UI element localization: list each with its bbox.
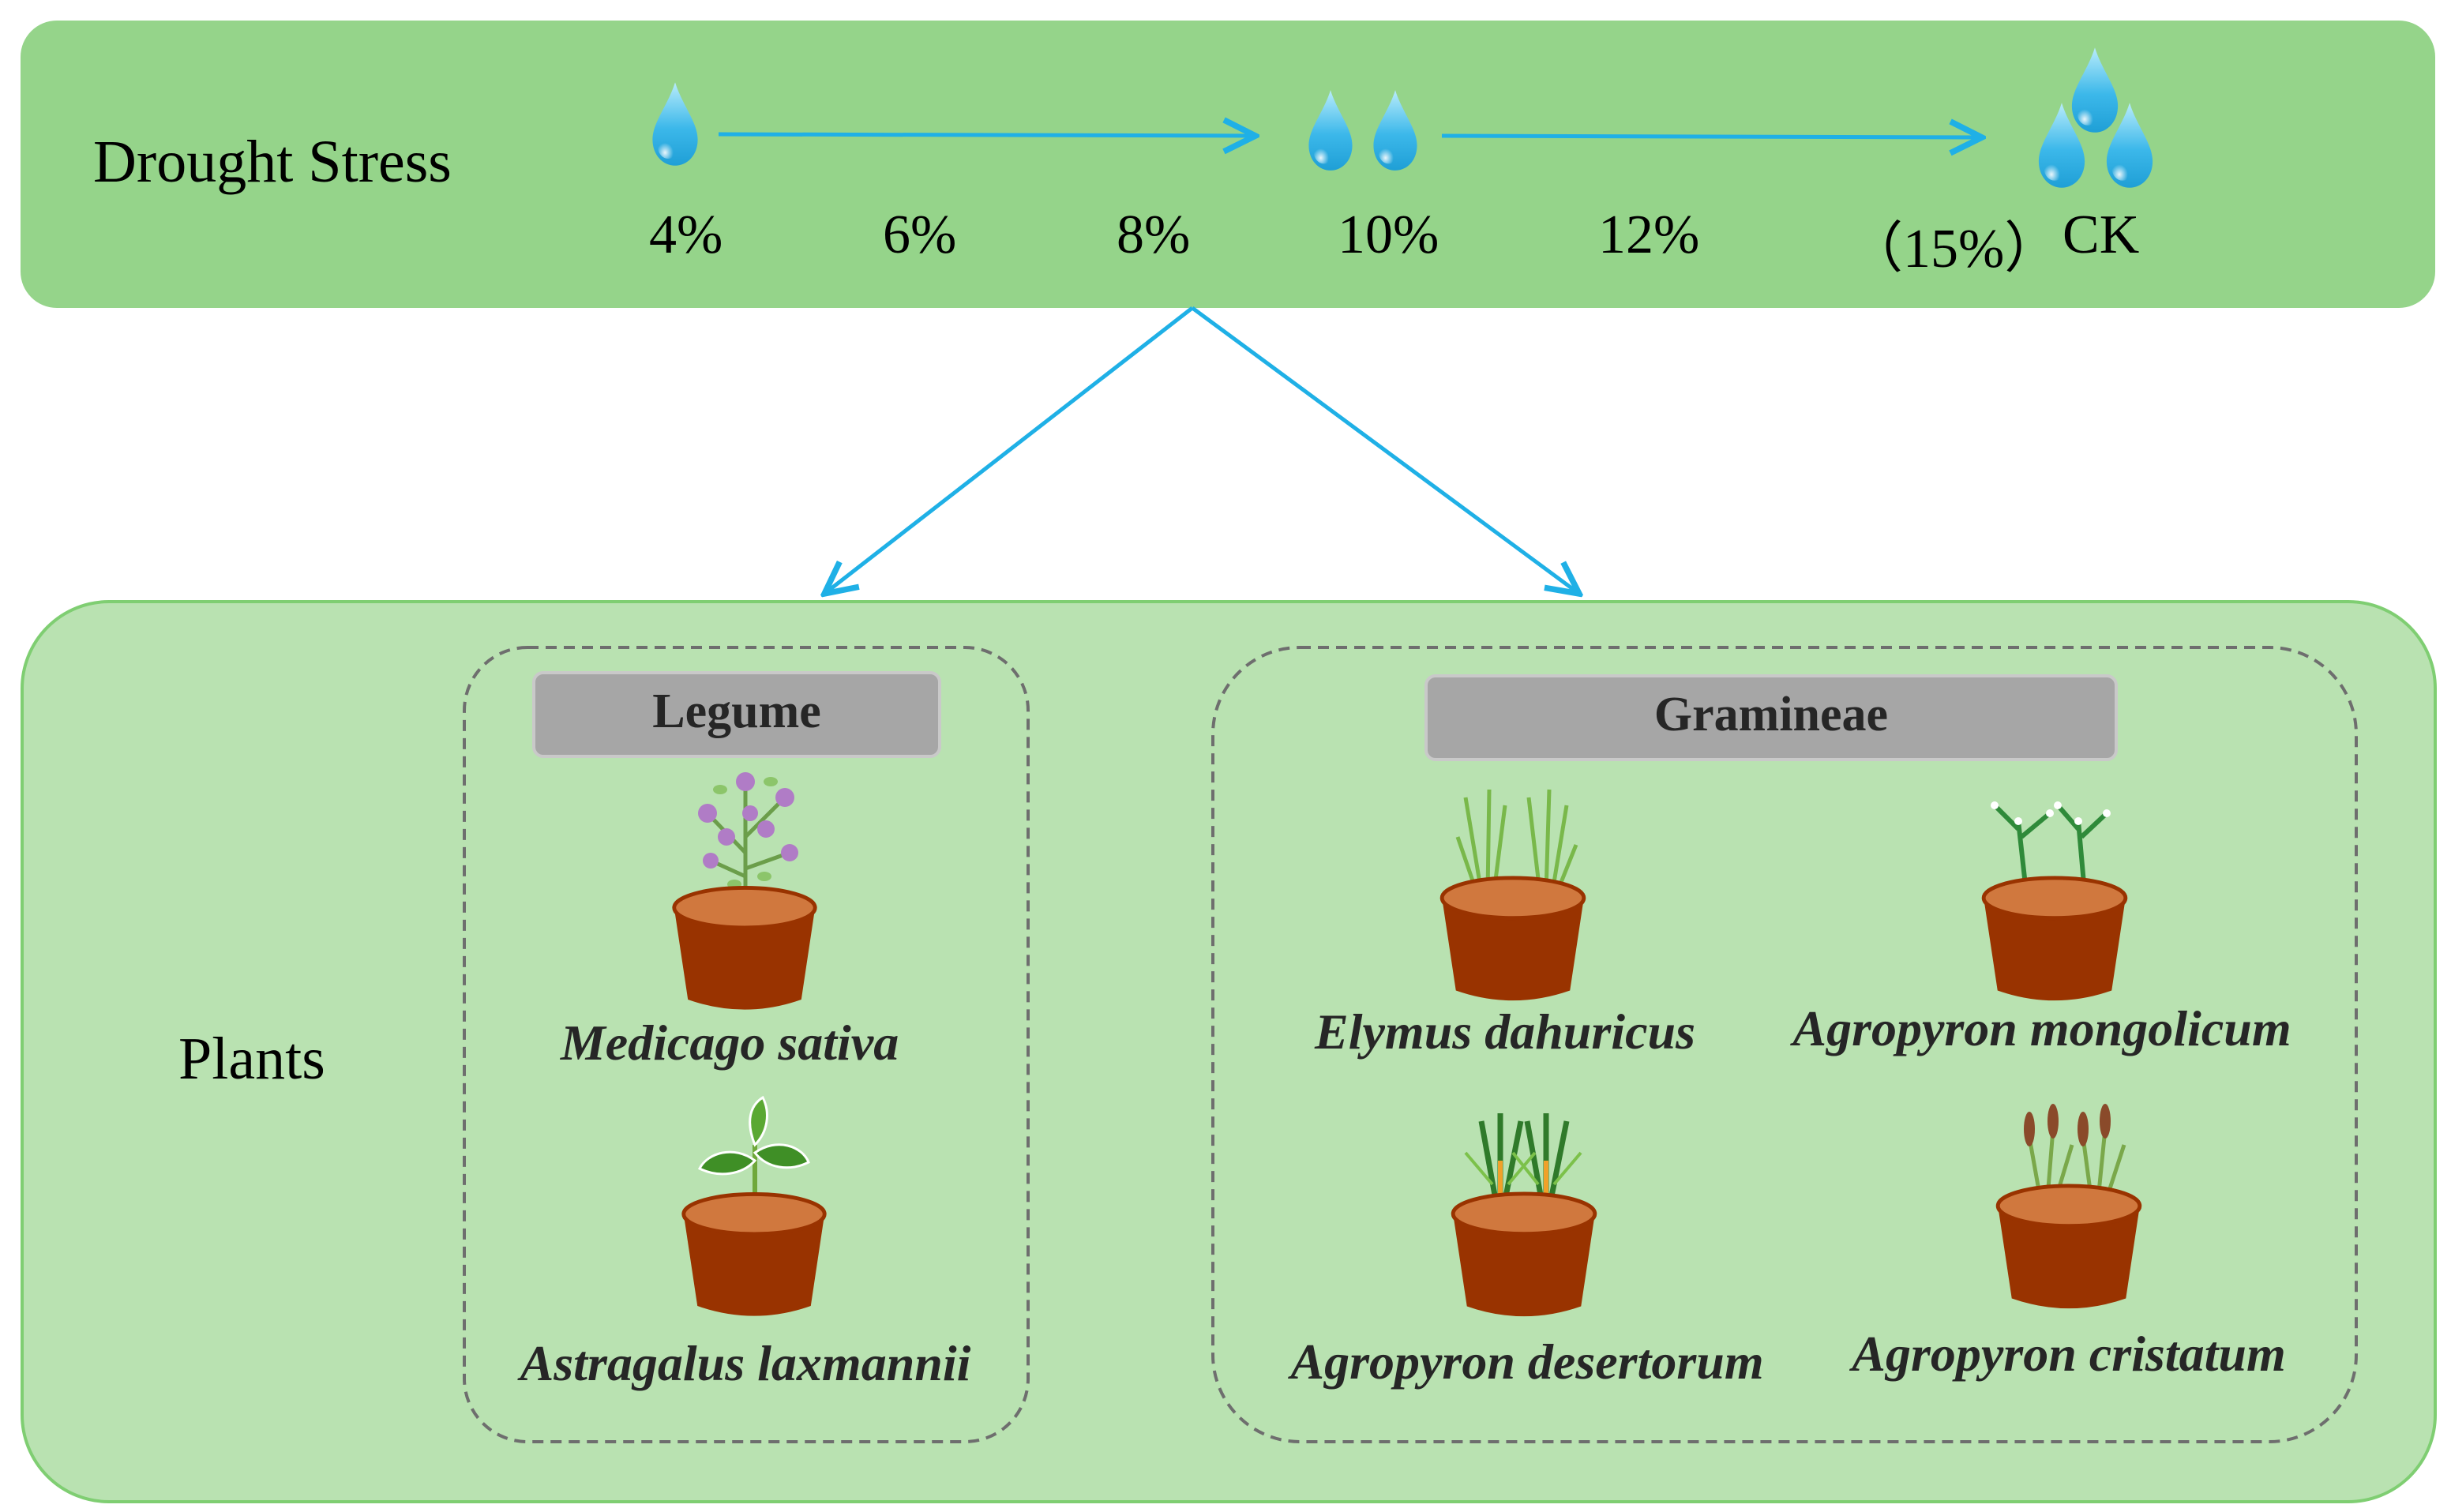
arrow-to-legume bbox=[824, 306, 1194, 594]
gramineae-title-box bbox=[1424, 674, 2118, 761]
level-4: 4% bbox=[649, 204, 723, 265]
level-6: 6% bbox=[883, 204, 957, 265]
pot-icon bbox=[1984, 878, 2126, 1000]
elymus-plant-icon bbox=[1455, 789, 1578, 893]
gramineae-title: Gramineae bbox=[1653, 688, 1889, 741]
level-control: （15%） bbox=[1848, 219, 2060, 280]
level-10: 10% bbox=[1338, 204, 1439, 265]
species-agropyron-cristatum: Agropyron cristatum bbox=[1852, 1326, 2286, 1382]
gradient-arrow bbox=[1441, 136, 1982, 137]
pot-icon bbox=[684, 1194, 824, 1315]
control-ck: CK bbox=[2063, 204, 2140, 265]
level-8: 8% bbox=[1117, 204, 1191, 265]
legume-title-box bbox=[532, 671, 941, 758]
mongolicum-plant-icon bbox=[1991, 801, 2111, 893]
plants-panel bbox=[21, 600, 2437, 1503]
gramineae-group bbox=[1211, 646, 2358, 1443]
gradient-arrow bbox=[718, 134, 1256, 136]
species-astragalus-laxmannii: Astragalus laxmannii bbox=[520, 1335, 971, 1391]
species-elymus-dahuricus: Elymus dahuricus bbox=[1315, 1004, 1695, 1060]
level-12: 12% bbox=[1598, 204, 1700, 265]
plants-title: Plants bbox=[178, 1026, 325, 1092]
species-agropyron-mongolicum: Agropyron mongolicum bbox=[1792, 1000, 2291, 1056]
drought-panel bbox=[21, 21, 2435, 308]
drought-stress-title: Drought Stress bbox=[93, 129, 452, 195]
species-agropyron-desertorum: Agropyron desertorum bbox=[1290, 1334, 1764, 1390]
legume-title: Legume bbox=[652, 685, 821, 738]
legume-group bbox=[463, 646, 1030, 1443]
arrow-to-gramineae bbox=[1191, 306, 1579, 594]
pot-icon bbox=[1442, 878, 1584, 1000]
pot-icon bbox=[1998, 1186, 2140, 1308]
pot-icon bbox=[1453, 1194, 1595, 1316]
pot-icon bbox=[674, 887, 815, 1009]
species-medicago-sativa: Medicago sativa bbox=[560, 1015, 899, 1071]
